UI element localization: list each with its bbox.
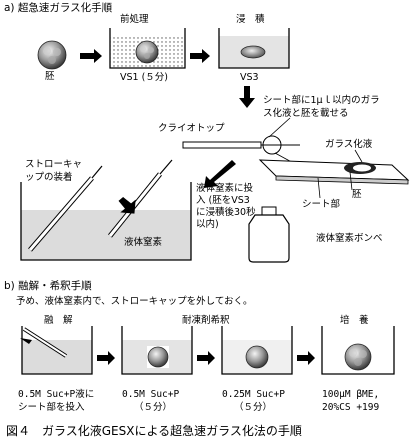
step-thaw: 融 解: [44, 315, 73, 326]
section-b-title: b) 融解・希釈手順: [4, 280, 92, 292]
label-cryotop: クライオトップ: [158, 123, 225, 134]
label-straw-cap-1: ストローキャ: [25, 159, 83, 170]
label-vs3: VS3: [240, 72, 259, 83]
caption-dilution1-2: （５分）: [134, 402, 173, 413]
caption-dilution1-1: 0.5M Suc+P: [122, 389, 180, 400]
label-liquid-nitrogen: 液体窒素: [124, 237, 163, 248]
arrow-a1: [80, 49, 102, 63]
dilution-dish-1: [121, 326, 193, 375]
sheet-note-2: ス化液と胚を載せる: [263, 108, 349, 119]
label-vitrification-solution: ガラス化液: [325, 139, 373, 150]
ln2-note-2: 入 (胚をVS3: [196, 195, 250, 206]
label-sheet-part: シート部: [302, 199, 341, 210]
ln2-note-4: 以内): [196, 219, 219, 230]
arrow-a3: [239, 86, 255, 108]
arrow-a5: [118, 197, 136, 214]
label-immersion: 浸 積: [236, 14, 265, 25]
thaw-dish: [20, 326, 93, 375]
ln2-note-3: に浸積後30秒: [196, 207, 256, 218]
label-pretreatment: 前処理: [120, 14, 149, 25]
section-a-title: a) 超急速ガラス化手順: [4, 2, 113, 14]
ln2-tank: [20, 182, 192, 261]
label-embryo: 胚: [45, 71, 55, 82]
cryotop: [182, 117, 311, 173]
dish-vs3: [218, 28, 290, 69]
caption-thaw-1: 0.5M Suc+P液に: [18, 389, 95, 400]
embryo-start: [37, 40, 67, 70]
arrow-b1: [97, 351, 115, 365]
arrow-a4: [204, 160, 236, 188]
label-straw-cap-2: ップの装着: [25, 172, 73, 183]
label-embryo-2: 胚: [352, 189, 362, 200]
step-dilution: 耐凍剤希釈: [182, 315, 230, 326]
ln2-cylinder-icon: [248, 206, 290, 263]
caption-dilution2-2: （５分）: [234, 402, 273, 413]
sheet-plate: [258, 149, 410, 199]
arrow-a2: [190, 49, 210, 63]
arrow-b2: [197, 351, 215, 365]
caption-culture-2: 20%CS +199: [322, 402, 380, 413]
embryo-vs1: [135, 40, 159, 64]
section-b-note: 予め、液体窒素内で、ストローキャップを外しておく。: [16, 296, 253, 307]
figure-caption: 図４ ガラス化液GESXによる超急速ガラス化法の手順: [6, 424, 302, 438]
straw-left: [28, 165, 103, 252]
sheet-note-1: シート部に1μｌ以内のガラ: [263, 95, 380, 106]
caption-dilution2-1: 0.25M Suc+P: [222, 389, 285, 400]
arrow-b3: [297, 351, 315, 365]
culture-dish: [321, 326, 395, 375]
label-vs1: VS1 (５分): [120, 72, 169, 83]
step-culture: 培 養: [340, 315, 369, 326]
label-ln2-cylinder: 液体窒素ボンベ: [316, 233, 383, 244]
ln2-note-1: 液体窒素に投: [196, 183, 254, 194]
caption-thaw-2: シート部を投入: [18, 402, 85, 413]
caption-culture-1: 100μM βME,: [322, 389, 380, 400]
dilution-dish-2: [221, 326, 293, 375]
